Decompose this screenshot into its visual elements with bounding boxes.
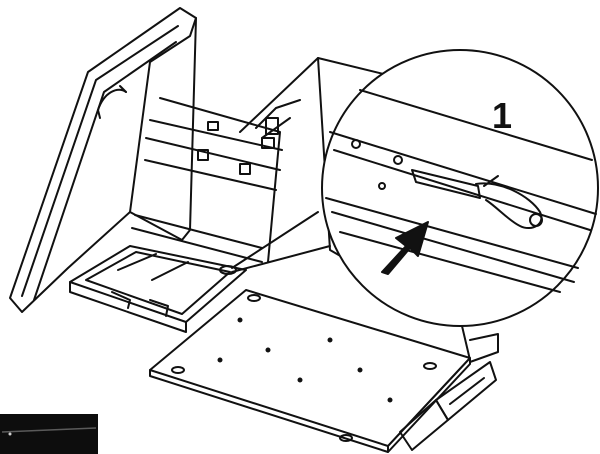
zoom-connector [219, 211, 331, 275]
drawer-tray [69, 245, 247, 333]
door-handle-icon [97, 85, 127, 119]
base-plate [149, 289, 471, 453]
thumbnail-image [0, 414, 98, 454]
lower-drawer [399, 333, 499, 451]
cabinet-body [131, 57, 471, 361]
magnified-detail [321, 49, 599, 327]
arrow-up-right-icon [381, 221, 429, 275]
latch-clip-icon [411, 169, 543, 230]
step-number-label: 1 [492, 95, 512, 136]
cabinet-door [9, 7, 197, 313]
